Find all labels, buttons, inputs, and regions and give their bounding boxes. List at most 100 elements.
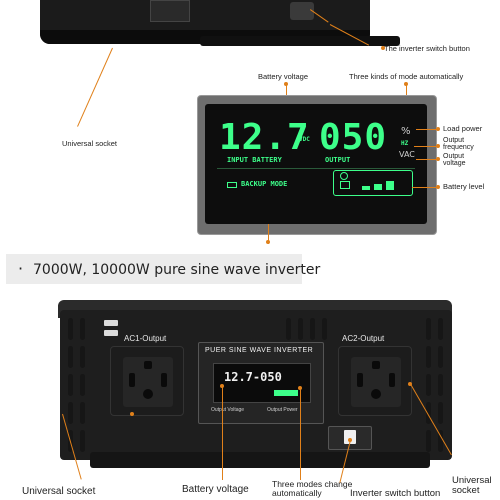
- caption-bar: [6, 254, 302, 284]
- ac1-output-label: AC1-Output: [124, 334, 167, 343]
- vent-l-4: [68, 402, 73, 424]
- center-mini-lcd: 12.7-050: [213, 363, 311, 403]
- output-voltage-button[interactable]: Output Voltage: [211, 407, 245, 413]
- left-socket-pin-top: [144, 361, 152, 369]
- vent-c-4: [322, 318, 327, 340]
- bottom-battery-voltage-callout: Battery voltage: [182, 484, 249, 495]
- caption-bullet: ·: [18, 259, 24, 278]
- center-mini-lcd-bars: [274, 390, 298, 396]
- bottom-right-socket-dot: [408, 382, 412, 386]
- load-power-leader: [416, 129, 438, 130]
- top-mounting-foot: [200, 36, 400, 46]
- output-power-button[interactable]: Output Power: [267, 407, 298, 413]
- output-frequency-leader: [414, 146, 438, 147]
- vent-r-5: [426, 430, 431, 452]
- vent-l-7: [80, 346, 85, 368]
- vent-l-2: [68, 346, 73, 368]
- output-frequency-dot: [436, 144, 440, 148]
- lcd-input-unit: VDC: [299, 136, 310, 143]
- display-bottom-leader: [268, 224, 269, 244]
- right-socket-pin-top: [372, 361, 380, 369]
- vent-r-7: [438, 346, 443, 368]
- lcd-percent: %: [401, 126, 411, 137]
- bottom-modes-dot: [298, 386, 302, 390]
- vent-r-3: [426, 374, 431, 396]
- lcd-hz: HZ: [401, 140, 409, 147]
- lcd-level-bar-1: [362, 186, 370, 190]
- lcd-level-battery-icon: [340, 181, 350, 189]
- bottom-left-socket-callout: Universal socket: [22, 486, 96, 497]
- display-battery-voltage-callout: Battery voltage: [258, 72, 309, 81]
- left-socket-pin-left: [129, 373, 135, 387]
- display-modes-callout: Three kinds of mode automatically: [349, 72, 464, 81]
- bottom-switch-callout: Inverter switch button: [350, 488, 441, 499]
- lcd-screen: 12.7 VDC 050 % HZ VAC INPUT BATTERY OUTP…: [205, 104, 427, 224]
- vent-l-1: [68, 318, 73, 340]
- lcd-mode-battery-icon: [227, 182, 237, 188]
- left-universal-socket: [110, 346, 184, 416]
- battery-level-dot: [436, 185, 440, 189]
- bottom-right-socket-callout: Universal socket: [452, 475, 492, 496]
- center-display-module: PUER SINE WAVE INVERTER 12.7-050 Output …: [198, 342, 324, 424]
- vent-l-9: [80, 402, 85, 424]
- right-socket-pin-right: [389, 373, 395, 387]
- right-socket-pin-left: [357, 373, 363, 387]
- vent-r-9: [438, 402, 443, 424]
- top-socket-edge: [150, 0, 190, 22]
- vent-r-6: [438, 318, 443, 340]
- lcd-output-label: OUTPUT: [325, 156, 351, 164]
- lcd-divider: [217, 168, 415, 169]
- center-mini-lcd-value: 12.7-050: [224, 370, 282, 384]
- battery-level-callout: Battery level: [443, 182, 485, 191]
- lcd-level-bar-2: [374, 184, 382, 190]
- vent-l-10: [80, 430, 85, 452]
- vent-c-1: [286, 318, 291, 340]
- load-power-callout: Load power: [443, 124, 483, 133]
- right-universal-socket: [338, 346, 412, 416]
- bottom-battery-voltage-dot: [220, 384, 224, 388]
- top-socket-leader: [77, 47, 113, 127]
- top-switch-callout: The inverter switch button: [384, 44, 470, 53]
- display-bottom-dot: [266, 240, 270, 244]
- lcd-level-bar-3: [386, 181, 394, 190]
- vent-c-2: [298, 318, 303, 340]
- top-switch-dot: [381, 46, 385, 50]
- left-socket-pin-right: [161, 373, 167, 387]
- bottom-modes-callout: Three modes change automatically: [272, 479, 353, 498]
- output-voltage-leader: [416, 159, 438, 160]
- vent-r-8: [438, 374, 443, 396]
- output-frequency-callout: Output frequency: [443, 137, 474, 151]
- lcd-mode-label: BACKUP MODE: [241, 180, 288, 188]
- load-power-dot: [436, 127, 440, 131]
- vent-l-6: [80, 318, 85, 340]
- left-socket-pin-bottom: [143, 389, 153, 399]
- lcd-fan-icon: [340, 172, 348, 180]
- bottom-battery-voltage-leader: [222, 386, 223, 480]
- ac2-output-label: AC2-Output: [342, 334, 385, 343]
- vent-r-1: [426, 318, 431, 340]
- bottom-left-socket-dot: [130, 412, 134, 416]
- top-socket-callout: Universal socket: [62, 139, 118, 148]
- lcd-output-value: 050: [319, 117, 388, 158]
- battery-level-leader: [412, 187, 438, 188]
- caption-text: 7000W, 10000W pure sine wave inverter: [33, 262, 321, 278]
- bottom-usb-port-1: [104, 320, 118, 326]
- bottom-switch-dot: [348, 438, 352, 442]
- lcd-input-label: INPUT BATTERY: [227, 156, 282, 164]
- vent-c-3: [310, 318, 315, 340]
- vent-l-3: [68, 374, 73, 396]
- vent-l-8: [80, 374, 85, 396]
- bottom-mounting-foot: [90, 452, 430, 468]
- top-switch-knob: [290, 2, 314, 20]
- display-battery-voltage-dot: [284, 82, 288, 86]
- bottom-modes-leader: [300, 388, 301, 480]
- display-modes-dot: [404, 82, 408, 86]
- center-panel-title: PUER SINE WAVE INVERTER: [205, 347, 314, 354]
- vent-r-4: [426, 402, 431, 424]
- output-voltage-callout: Output voltage: [443, 153, 466, 167]
- vent-r-2: [426, 346, 431, 368]
- bottom-usb-port-2: [104, 330, 118, 336]
- inverter-switch-button[interactable]: [344, 430, 356, 444]
- vent-r-10: [438, 430, 443, 452]
- output-voltage-dot: [436, 157, 440, 161]
